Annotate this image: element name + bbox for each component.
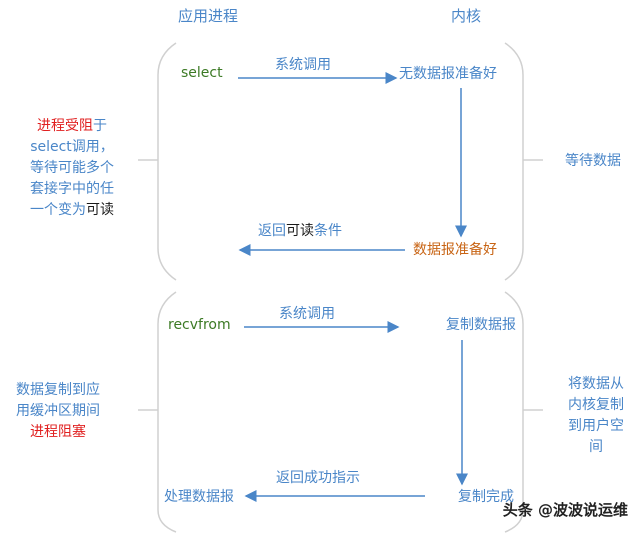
return-post: 条件 [314, 223, 342, 239]
phase1-right-bracket [504, 42, 524, 281]
copy-done-label: 复制完成 [458, 489, 514, 505]
header-kernel: 内核 [451, 7, 482, 25]
no-data-label: 无数据报准备好 [399, 66, 497, 82]
header-process: 应用进程 [178, 7, 239, 25]
phase1-left-note: 进程受阻于 select调用， 等待可能多个 套接字中的任 一个变为可读 [30, 118, 114, 218]
wait-data-label: 等待数据 [565, 153, 621, 169]
copy-datagram-label: 复制数据报 [446, 317, 516, 333]
phase1-left-bracket [157, 42, 177, 281]
note-blocked: 进程受阻 [37, 118, 93, 134]
syscall-label-1: 系统调用 [275, 57, 331, 73]
handle-datagram-label: 处理数据报 [164, 489, 234, 505]
phase2-right-note: 将数据从 内核复制 到用户空 间 [568, 376, 624, 455]
phase2-left-bracket [157, 291, 177, 533]
recvfrom-call: recvfrom [168, 317, 231, 333]
return-readable: 可读 [286, 223, 314, 239]
select-call: select [181, 65, 223, 81]
return-success-label: 返回成功指示 [276, 470, 360, 486]
syscall-label-2: 系统调用 [279, 306, 335, 322]
return-readable-label: 返回可读条件 [258, 224, 342, 238]
note-process-blocked: 进程阻塞 [30, 424, 86, 440]
data-ready-label: 数据报准备好 [413, 242, 497, 258]
phase2-left-note: 数据复制到应 用缓冲区期间 进程阻塞 [0, 380, 116, 443]
return-pre: 返回 [258, 223, 286, 239]
watermark: 头条 @波波说运维 [502, 501, 628, 519]
phase2-right-bracket [504, 291, 524, 533]
